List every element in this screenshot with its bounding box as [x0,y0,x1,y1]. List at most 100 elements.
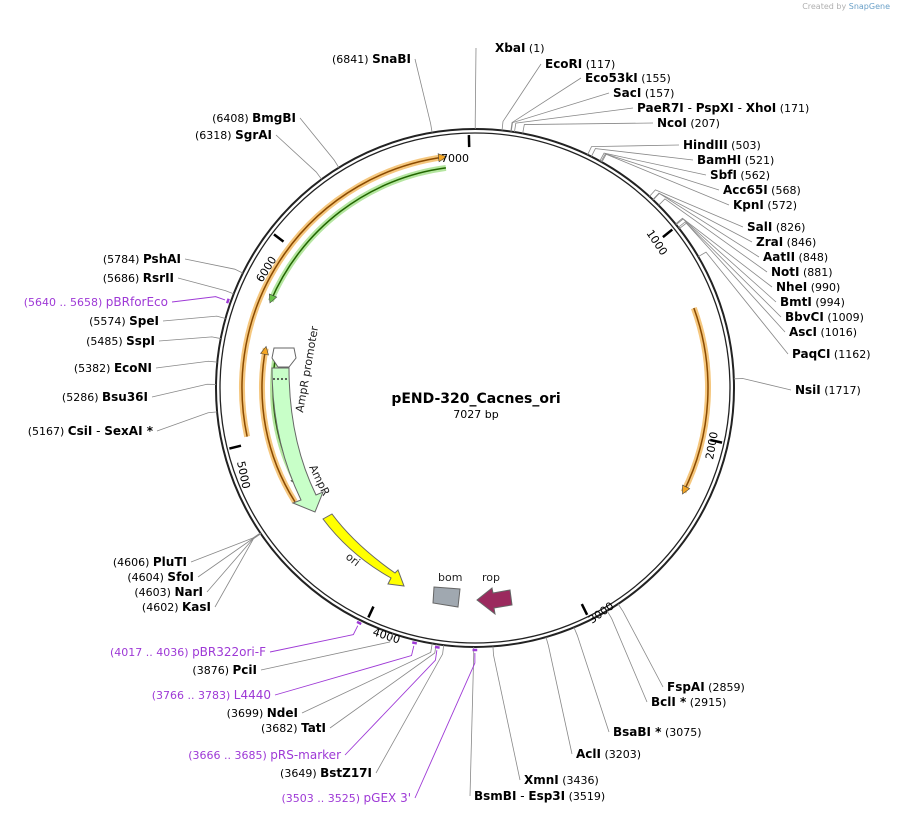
enzyme-site-10: KpnI (572) [733,198,797,212]
enzyme-label: AclI (3203) [576,747,641,761]
leader-line [617,603,664,688]
leader-line [177,277,234,295]
leader-line [733,378,792,391]
enzyme-site-41: (5784) PshAI [103,252,181,266]
leader-line [649,189,744,228]
rop-label: rop [482,571,500,584]
leader-line [184,258,244,274]
primer-label: (5640 .. 5658) pBRforEco [24,295,168,309]
leader-line [599,152,707,176]
leader-line [675,217,773,288]
orf-right-line [682,307,709,493]
primer-leader-0 [171,296,226,303]
leader-line [677,221,782,318]
primer-3: (3666 .. 3685) pRS-marker [188,748,341,762]
enzyme-site-36: (5286) Bsu36I [62,390,148,404]
enzyme-site-44: (6841) SnaBI [332,52,411,66]
primer-mark-1 [356,620,362,626]
primer-4: (3503 .. 3525) pGEX 3' [281,791,411,805]
enzyme-label: NheI (990) [776,280,840,294]
enzyme-site-38: (5485) SspI [86,334,155,348]
leader-line [301,643,433,714]
leader-line [652,192,753,243]
primer-label: (4017 .. 4036) pBR322ori-F [110,645,266,659]
enzyme-label: ZraI (846) [756,235,816,249]
enzyme-label: (4602) KasI [142,600,211,614]
leader-line [474,47,477,130]
leader-line [375,645,445,774]
enzyme-label: BmtI (994) [780,295,845,309]
enzyme-label: XbaI (1) [495,41,544,55]
enzyme-site-24: AclI (3203) [576,747,641,761]
orf-outer-1-line [241,156,445,437]
leader-line [162,315,226,322]
primer-label: (3766 .. 3783) L4440 [152,688,271,702]
leader-line [698,251,789,355]
enzyme-label: PaeR7I - PspXI - XhoI (171) [637,101,809,115]
enzyme-label: BsmBI - Esp3I (3519) [474,789,605,803]
enzyme-label: BsaBI * (3075) [613,725,702,739]
enzyme-label: BbvCI (1009) [785,310,864,324]
enzyme-label: (5686) RsrII [103,271,174,285]
leader-line [299,117,340,168]
enzyme-label: XmnI (3436) [524,773,599,787]
leader-line [522,122,654,134]
enzyme-site-13: AatII (848) [763,250,828,264]
enzyme-label: (5574) SpeI [89,314,159,328]
enzyme-label: (5485) SspI [86,334,155,348]
backbone-inner [219,132,731,644]
leader-line [652,192,760,258]
leader-line [260,633,393,671]
enzyme-site-18: AscI (1016) [789,325,857,339]
leader-line [155,360,218,369]
enzyme-label: (5167) CsiI - SexAI * [28,424,154,438]
primer-mark-3 [434,645,440,649]
ampr-promoter-arrow [271,347,297,368]
leader-line [545,636,573,755]
leader-line [275,134,322,180]
enzyme-label: (4604) SfoI [127,570,194,584]
enzyme-site-43: (6408) BmgBI [212,111,296,125]
leader-line [214,533,262,608]
enzyme-site-16: BmtI (994) [780,295,845,309]
enzyme-site-7: BamHI (521) [697,153,774,167]
enzyme-label: SacI (157) [613,86,674,100]
enzyme-label: SalI (826) [747,220,805,234]
enzyme-label: PaqCI (1162) [792,347,871,361]
enzyme-site-25: XmnI (3436) [524,773,599,787]
primer-0: (5640 .. 5658) pBRforEco [24,295,168,309]
orf-right-head [682,484,691,495]
orf-outer-1-head [437,153,448,163]
orf-inner-1-head [268,293,278,304]
credit-prefix: Created by [802,2,847,11]
enzyme-site-42: (6318) SgrAI [195,128,272,142]
enzyme-label: (5784) PshAI [103,252,181,266]
enzyme-label: NotI (881) [771,265,833,279]
primer-mark-0 [225,298,230,304]
site-labels: XbaI (1)EcoRI (117)Eco53kI (155)SacI (15… [24,41,871,805]
enzyme-site-23: BsaBI * (3075) [613,725,702,739]
ampr-arrow [271,367,324,513]
enzyme-label: AscI (1016) [789,325,857,339]
primer-2: (3766 .. 3783) L4440 [152,688,271,702]
enzyme-site-34: (4606) PluTI [113,555,187,569]
primer-label: (3503 .. 3525) pGEX 3' [281,791,411,805]
leader-line [492,646,521,781]
label-leaders [151,47,792,797]
leader-line [606,610,648,703]
ori-arrow [322,513,405,587]
enzyme-label: (4606) PluTI [113,555,187,569]
enzyme-label: BclI * (2915) [651,695,726,709]
feature-bom: bom [432,571,462,608]
leader-line [678,222,786,333]
enzyme-label: (5286) Bsu36I [62,390,148,404]
enzyme-label: Eco53kI (155) [585,71,671,85]
enzyme-site-2: Eco53kI (155) [585,71,671,85]
enzyme-label: NcoI (207) [657,116,720,130]
enzyme-label: (5382) EcoNI [74,361,152,375]
enzyme-label: (6841) SnaBI [332,52,411,66]
enzyme-label: HindIII (503) [683,138,761,152]
enzyme-site-1: EcoRI (117) [545,57,615,71]
primer-label: (3666 .. 3685) pRS-marker [188,748,341,762]
leader-line [601,153,730,206]
